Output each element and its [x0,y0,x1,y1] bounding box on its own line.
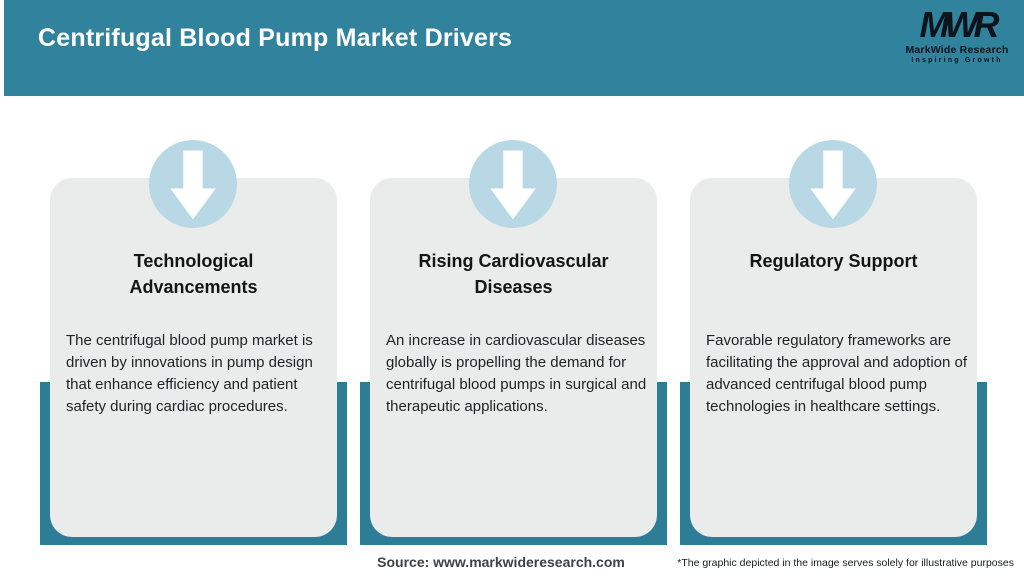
down-arrow-icon [810,150,856,220]
card-body-line: centrifugal blood pumps in surgical and [386,376,647,393]
source-attribution: Source: www.markwideresearch.com [377,554,625,570]
down-arrow-icon [170,150,216,220]
driver-card-technological-advancements: Technological Advancements The centrifug… [50,178,337,537]
card-body: Favorable regulatory frameworks are faci… [706,330,967,418]
card-body: The centrifugal blood pump market is dri… [66,330,327,418]
card-body-line: technologies in healthcare settings. [706,398,941,415]
card-title: Technological Advancements [129,251,258,297]
logo-tagline: Inspiring Growth [911,57,1003,65]
card-body-line: driven by innovations in pump design [66,354,313,371]
card-body: An increase in cardiovascular diseases g… [386,330,647,418]
header-bar: Centrifugal Blood Pump Market Drivers MW… [4,0,1024,96]
card-body-line: Favorable regulatory frameworks are [706,332,952,349]
card-title: Regulatory Support [749,251,918,271]
disclaimer-note: *The graphic depicted in the image serve… [677,557,1014,569]
page-title: Centrifugal Blood Pump Market Drivers [38,24,513,52]
card-body-line: globally is propelling the demand for [386,354,627,371]
circle-badge [469,140,557,228]
card-body-line: facilitating the approval and adoption o… [706,354,968,371]
logo-mwr-mark: MWR [919,4,1000,45]
card-body-line: therapeutic applications. [386,398,548,415]
down-arrow-icon [490,150,536,220]
card-body-line: advanced centrifugal blood pump [706,376,927,393]
markwide-logo: MWR MarkWide Research Inspiring Growth [902,4,1012,65]
driver-card-regulatory-support: Regulatory Support Favorable regulatory … [690,178,977,537]
card-body-line: The centrifugal blood pump market is [66,332,313,349]
card-title: Rising Cardiovascular Diseases [418,251,609,297]
card-body-line: safety during cardiac procedures. [66,398,288,415]
circle-badge [789,140,877,228]
logo-company-name: MarkWide Research [905,43,1009,56]
circle-badge [149,140,237,228]
card-body-line: An increase in cardiovascular diseases [386,332,646,349]
card-body-line: that enhance efficiency and patient [66,376,298,393]
driver-card-rising-cardiovascular-diseases: Rising Cardiovascular Diseases An increa… [370,178,657,537]
